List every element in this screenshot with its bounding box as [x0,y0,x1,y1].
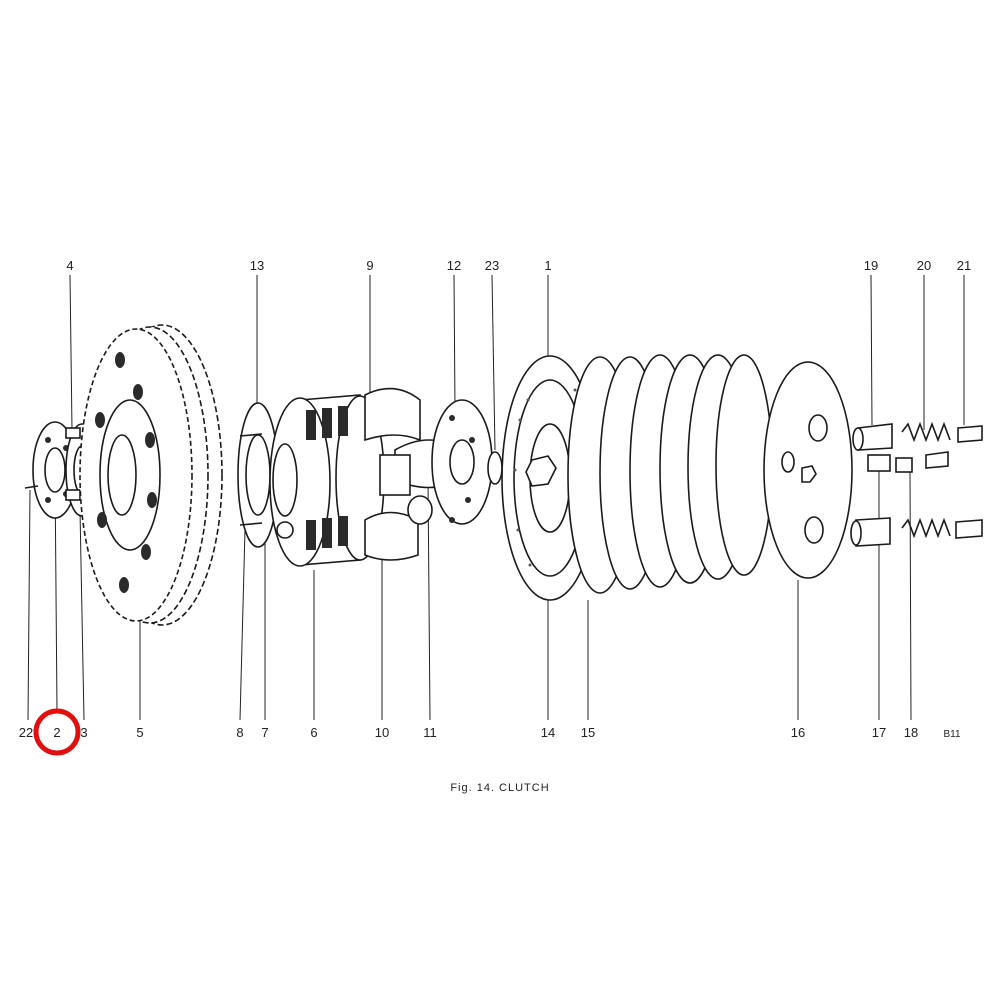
highlight-ring [33,708,81,756]
callout-7: 7 [261,725,268,740]
callout-13: 13 [250,258,264,273]
callout-12: 12 [447,258,461,273]
callout-8: 8 [236,725,243,740]
callout-21: 21 [957,258,971,273]
callouts-bottom: 22 2 3 5 8 7 6 10 11 14 15 16 17 18 B11 [19,725,961,740]
callout-17: 17 [872,725,886,740]
leader-lines [27,274,965,721]
spring-cups [850,423,893,547]
clutch-springs [895,421,951,539]
callout-20: 20 [917,258,931,273]
spring-plate [763,361,853,579]
callout-16: 16 [791,725,805,740]
callout-15: 15 [581,725,595,740]
callout-5: 5 [136,725,143,740]
callout-14: 14 [541,725,555,740]
callouts-top: 4 13 9 12 23 1 19 20 21 [66,258,971,273]
callout-4: 4 [66,258,73,273]
callout-11: 11 [423,725,437,740]
callout-2: 2 [53,725,60,740]
clutch-plate-stack [567,354,773,594]
chain-wheel [79,324,223,626]
callout-22: 22 [19,725,33,740]
callout-3: 3 [80,725,87,740]
callout-6: 6 [310,725,317,740]
figure-caption: Fig. 14. CLUTCH [450,782,549,794]
callout-18: 18 [904,725,918,740]
plate-code: B11 [943,729,960,740]
callout-23: 23 [485,258,499,273]
callout-9: 9 [366,258,373,273]
callout-1: 1 [544,258,551,273]
callout-10: 10 [375,725,389,740]
spring-nuts [925,425,983,539]
thrust-washer [487,451,503,485]
cover-plate [431,399,493,525]
callout-19: 19 [864,258,878,273]
